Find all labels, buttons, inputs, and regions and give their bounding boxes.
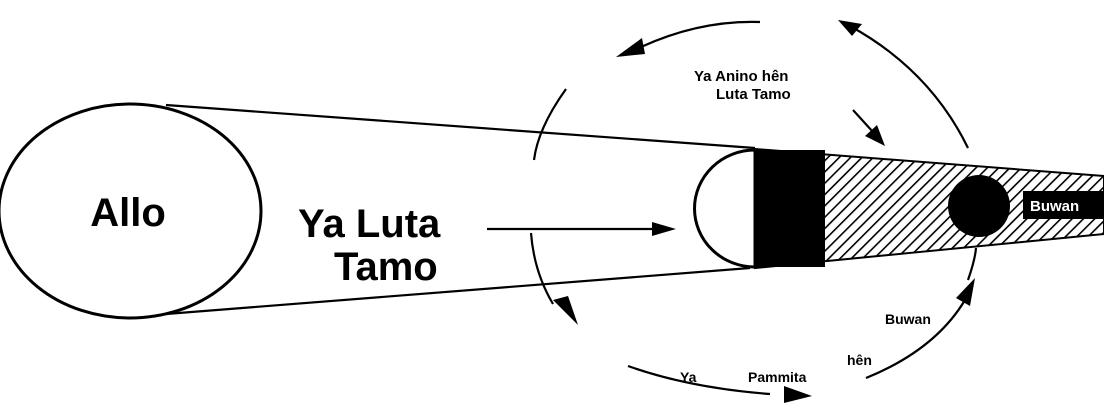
shadow-label-line1: Ya Luta <box>298 202 441 246</box>
orbit-arrowhead-bottom <box>784 386 812 403</box>
earth-day-side <box>692 148 757 269</box>
orbit-arrowhead-top-right <box>838 20 862 36</box>
earth-shadow-bulge <box>800 168 821 248</box>
orbit-arc-top <box>640 20 761 49</box>
orbit-arrowhead-top-left <box>616 38 645 57</box>
moon-label: Buwan <box>1030 198 1079 215</box>
orbit-label-ya: Ya <box>680 369 697 385</box>
orbit-label-hen: hên <box>847 352 872 368</box>
sun-label: Allo <box>90 191 166 235</box>
shadow-label-line2: Tamo <box>334 245 438 289</box>
orbit-arc-bottom <box>627 364 771 396</box>
sun-circle <box>0 102 263 320</box>
moon-in-shadow <box>948 175 1010 237</box>
orbit-arc-top-right <box>849 25 969 149</box>
orbit-label-buwan: Buwan <box>885 311 931 327</box>
orbit-arc-bottom-right-lower <box>966 247 978 281</box>
lower-tangent-line <box>165 266 751 316</box>
top-label-arrowhead <box>865 125 885 146</box>
orbit-arc-bottom-right <box>865 299 966 380</box>
top-label-line2: Luta Tamo <box>716 86 791 103</box>
orbit-arc-top-left <box>532 88 567 161</box>
orbit-arc-left-lower <box>529 232 554 305</box>
upper-tangent-line <box>165 103 756 150</box>
buwan-label-box <box>1023 191 1104 219</box>
top-label-line1: Ya Anino hên <box>694 68 788 85</box>
orbit-arrowhead-bottom-right <box>956 278 975 306</box>
orbit-label-pammita: Pammita <box>748 369 807 385</box>
shadow-label-arrowhead <box>652 222 676 236</box>
orbit-arrowhead-left-lower <box>553 296 578 325</box>
top-label-arrow-line <box>852 109 874 133</box>
